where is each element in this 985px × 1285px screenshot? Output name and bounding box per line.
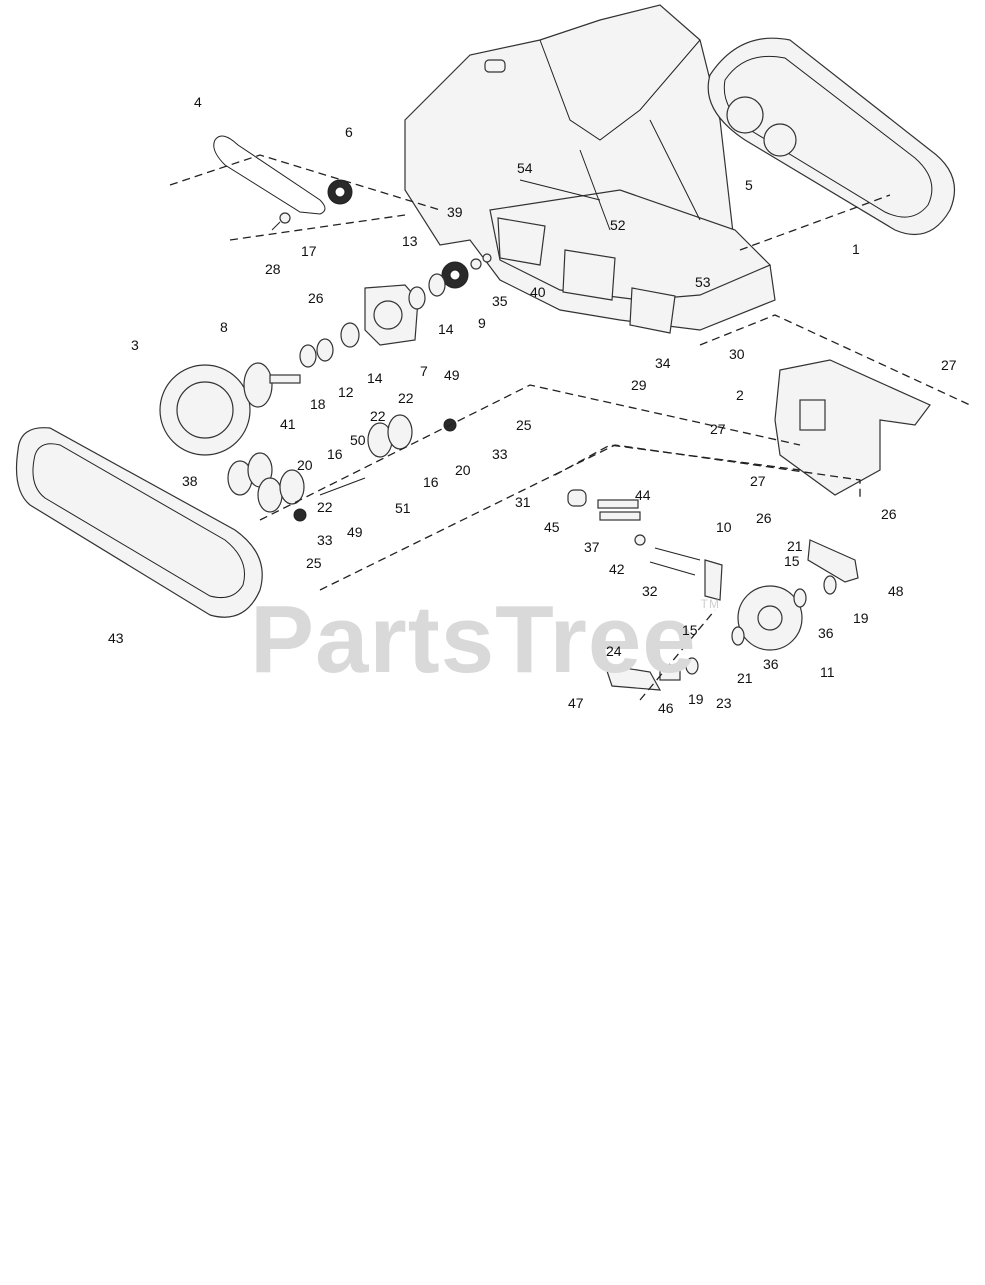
callout-32: 32: [642, 583, 658, 599]
callout-46: 46: [658, 700, 674, 716]
callout-34: 34: [655, 355, 671, 371]
callout-40: 40: [530, 284, 546, 300]
callout-14b: 14: [367, 370, 383, 386]
machine-frame: [404, 4, 776, 334]
callout-8: 8: [220, 319, 228, 335]
callout-18: 18: [310, 396, 326, 412]
callout-54: 54: [517, 160, 533, 176]
drive-chain: [213, 135, 353, 231]
callout-30: 30: [729, 346, 745, 362]
callout-19a: 19: [853, 610, 869, 626]
callout-2: 2: [736, 387, 744, 403]
callout-27c: 27: [750, 473, 766, 489]
watermark-tm: TM: [700, 597, 720, 611]
callout-22b: 22: [398, 390, 414, 406]
callout-12: 12: [338, 384, 354, 400]
callout-48: 48: [888, 583, 904, 599]
callout-27b: 27: [710, 421, 726, 437]
callout-7: 7: [420, 363, 428, 379]
callout-22c: 22: [317, 499, 333, 515]
callout-44: 44: [635, 487, 651, 503]
callout-47: 47: [568, 695, 584, 711]
callout-38: 38: [182, 473, 198, 489]
callout-39: 39: [447, 204, 463, 220]
callout-27a: 27: [941, 357, 957, 373]
callout-52: 52: [610, 217, 626, 233]
right-track: [707, 37, 956, 236]
callout-37: 37: [584, 539, 600, 555]
callout-41: 41: [280, 416, 296, 432]
callout-13: 13: [402, 233, 418, 249]
callout-15b: 15: [682, 622, 698, 638]
callout-33a: 33: [492, 446, 508, 462]
callout-25b: 25: [306, 555, 322, 571]
callout-17: 17: [301, 243, 317, 259]
callout-21a: 21: [787, 538, 803, 554]
callout-20a: 20: [297, 457, 313, 473]
callout-50: 50: [350, 432, 366, 448]
callout-33b: 33: [317, 532, 333, 548]
callout-26c: 26: [881, 506, 897, 522]
callout-10: 10: [716, 519, 732, 535]
callout-36b: 36: [763, 656, 779, 672]
callout-36a: 36: [818, 625, 834, 641]
callout-20b: 20: [455, 462, 471, 478]
callout-22a: 22: [370, 408, 386, 424]
callout-25a: 25: [516, 417, 532, 433]
callout-35: 35: [492, 293, 508, 309]
callout-15a: 15: [784, 553, 800, 569]
watermark-text: PartsTree: [250, 586, 697, 693]
callout-42: 42: [609, 561, 625, 577]
hub-components: [299, 253, 492, 368]
callout-19b: 19: [688, 691, 704, 707]
callout-6: 6: [345, 124, 353, 140]
left-track: [15, 427, 263, 618]
callout-51: 51: [395, 500, 411, 516]
callout-14a: 14: [438, 321, 454, 337]
drive-sprocket: [159, 362, 301, 456]
guide-lines: [169, 154, 971, 701]
callout-16a: 16: [327, 446, 343, 462]
callout-45: 45: [544, 519, 560, 535]
callout-53: 53: [695, 274, 711, 290]
callout-9: 9: [478, 315, 486, 331]
callout-26b: 26: [756, 510, 772, 526]
callout-29: 29: [631, 377, 647, 393]
rollers: [227, 414, 457, 522]
callout-26a: 26: [308, 290, 324, 306]
callout-49a: 49: [444, 367, 460, 383]
track-frame: [774, 359, 931, 496]
callout-23: 23: [716, 695, 732, 711]
callout-5: 5: [745, 177, 753, 193]
callout-16b: 16: [423, 474, 439, 490]
callout-4: 4: [194, 94, 202, 110]
callout-1: 1: [852, 241, 860, 257]
callout-49b: 49: [347, 524, 363, 540]
callout-3: 3: [131, 337, 139, 353]
callout-21b: 21: [737, 670, 753, 686]
callout-43: 43: [108, 630, 124, 646]
callout-24: 24: [606, 643, 622, 659]
callout-28: 28: [265, 261, 281, 277]
idler-assembly: [567, 489, 859, 691]
callout-11: 11: [820, 664, 835, 680]
callout-31: 31: [515, 494, 531, 510]
